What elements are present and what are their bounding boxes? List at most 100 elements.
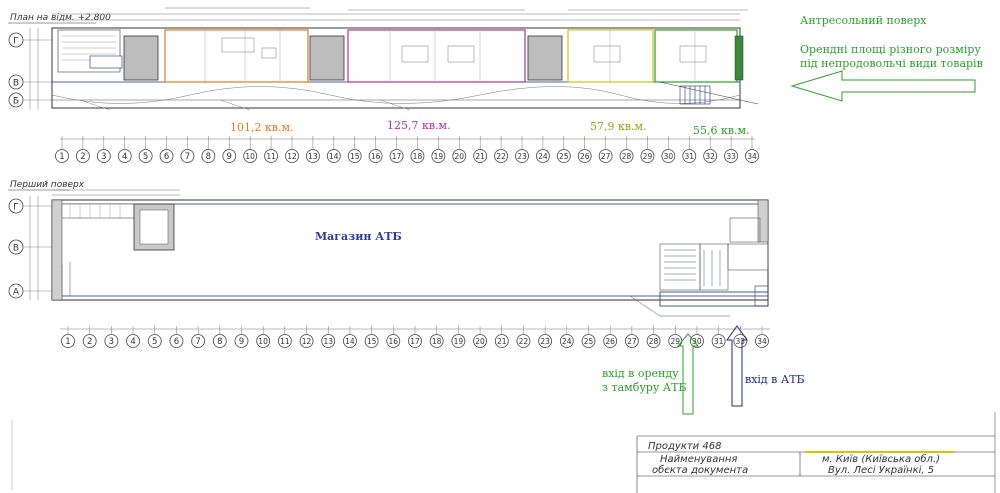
column-axis-label: 30: [692, 337, 702, 346]
column-axis-bubble: [321, 334, 336, 348]
column-axis-label: 9: [227, 152, 232, 162]
column-axis-label: 30: [664, 152, 674, 161]
column-axis-label: 15: [350, 152, 360, 161]
column-axis-bubble: [581, 334, 596, 348]
column-axis-bubble: [452, 149, 467, 163]
column-axis-bubble: [711, 334, 726, 348]
column-axis-bubble: [386, 334, 401, 348]
column-axis-bubble: [431, 149, 446, 163]
column-axis-label: 21: [475, 152, 485, 161]
area-label-55: 55,6 кв.м.: [693, 124, 750, 137]
column-axis-bubble: [104, 334, 119, 348]
column-axis-bubble: [745, 149, 759, 163]
top-right-stair: [659, 81, 759, 105]
column-axis-label: 20: [475, 337, 485, 346]
column-axis-label: 19: [454, 337, 464, 346]
column-axis-bubble: [326, 149, 341, 163]
column-axis-label: 34: [757, 337, 767, 346]
column-axis-bubble: [494, 149, 508, 163]
column-axis-label: 4: [130, 337, 135, 347]
column-axis-label: 4: [122, 152, 127, 162]
entrance-rent-line2: з тамбуру АТБ: [602, 381, 687, 394]
store-label: Магазин АТБ: [315, 230, 402, 243]
column-axis-bubble: [624, 334, 639, 348]
column-axis-label: 18: [432, 337, 442, 346]
column-axis-bubble: [473, 334, 487, 348]
column-axis-label: 19: [434, 152, 444, 161]
column-axis-label: 3: [109, 337, 114, 347]
bottom-top-dimension-line: [52, 189, 180, 196]
title-stamp: [11, 412, 996, 493]
column-axis-bubble: [55, 149, 69, 163]
column-axis-label: 33: [726, 152, 736, 161]
column-axis-bubble: [256, 334, 271, 348]
column-axis-label: 33: [736, 337, 746, 346]
column-axis-bubble: [159, 149, 174, 163]
top-dimension-chain: [52, 7, 748, 21]
column-axis-bubble: [429, 334, 444, 348]
column-axis-label: 31: [714, 337, 724, 346]
column-axis-bubble: [703, 149, 718, 163]
column-axis-bubble: [234, 334, 249, 348]
column-axis-bubble: [755, 334, 769, 348]
mezzanine-title: Антресольний поверх: [800, 14, 927, 27]
column-axis-bubble: [690, 334, 704, 348]
stamp-address-line1: м. Київ (Київська обл.): [822, 453, 940, 465]
column-axis-bubble: [147, 334, 162, 348]
column-axis-label: 6: [174, 337, 179, 347]
column-axis-label: 1: [59, 152, 64, 162]
column-axis-label: 16: [371, 152, 381, 161]
column-axis-bubble: [619, 149, 634, 163]
column-axis-label: 31: [684, 152, 694, 161]
column-axis-label: 29: [670, 337, 680, 346]
column-axis-label: 10: [258, 337, 268, 346]
stamp-product: Продукти 468: [648, 441, 721, 452]
column-axis-bubble: [577, 149, 592, 163]
top-rental-unit-purple: [347, 29, 526, 83]
column-axis-bubble: [733, 334, 748, 348]
column-axis-label: 2: [80, 152, 85, 162]
axis-row-label: Б: [13, 97, 19, 107]
top-left-stair: [57, 29, 123, 73]
column-axis-label: 2: [87, 337, 92, 347]
column-axis-label: 8: [217, 337, 222, 347]
column-axis-bubble: [277, 334, 292, 348]
column-axis-bubble: [646, 334, 661, 348]
column-axis-label: 28: [622, 152, 632, 161]
column-axis-bubble: [451, 334, 466, 348]
column-axis-label: 23: [540, 337, 550, 346]
column-axis-bubble: [538, 334, 553, 348]
column-axis-bubble: [180, 149, 195, 163]
column-axis-bubble: [410, 149, 425, 163]
column-axis-bubble: [682, 149, 697, 163]
entrance-atb-arrow: [726, 325, 748, 407]
stamp-address-line2: Вул. Лесі Українкі, 5: [828, 464, 934, 476]
column-axis-bubble: [243, 149, 258, 163]
stamp-name-label-line2: обєкта документа: [652, 464, 748, 476]
column-axis-label: 34: [747, 152, 757, 161]
column-axis-bubble: [96, 149, 111, 163]
mezzanine-arrow: [790, 70, 976, 102]
top-plan-title: План на відм. +2.800: [10, 13, 111, 23]
entrance-atb-label: вхід в АТБ: [745, 373, 805, 386]
mezzanine-note-line2: під непродовольчі види товарів: [800, 57, 983, 70]
column-axis-label: 28: [649, 337, 659, 346]
column-axis-bubble: [126, 334, 140, 348]
column-axis-bubble: [661, 149, 676, 163]
column-axis-label: 1: [65, 337, 70, 347]
axis-row-label: В: [13, 79, 19, 89]
column-axis-label: 25: [584, 337, 594, 346]
top-rental-unit-olive: [567, 29, 654, 83]
axis-row-label: А: [13, 288, 20, 298]
column-axis-label: 24: [538, 152, 548, 161]
column-axis-label: 11: [266, 152, 276, 161]
column-axis-label: 17: [392, 152, 402, 161]
axis-row-label: Г: [13, 37, 19, 47]
column-axis-label: 5: [143, 152, 148, 162]
ground-right-service-area: [629, 217, 769, 317]
column-axis-label: 29: [643, 152, 653, 161]
column-axis-label: 8: [206, 152, 211, 162]
column-axis-label: 12: [287, 152, 297, 161]
column-axis-label: 21: [497, 337, 507, 346]
